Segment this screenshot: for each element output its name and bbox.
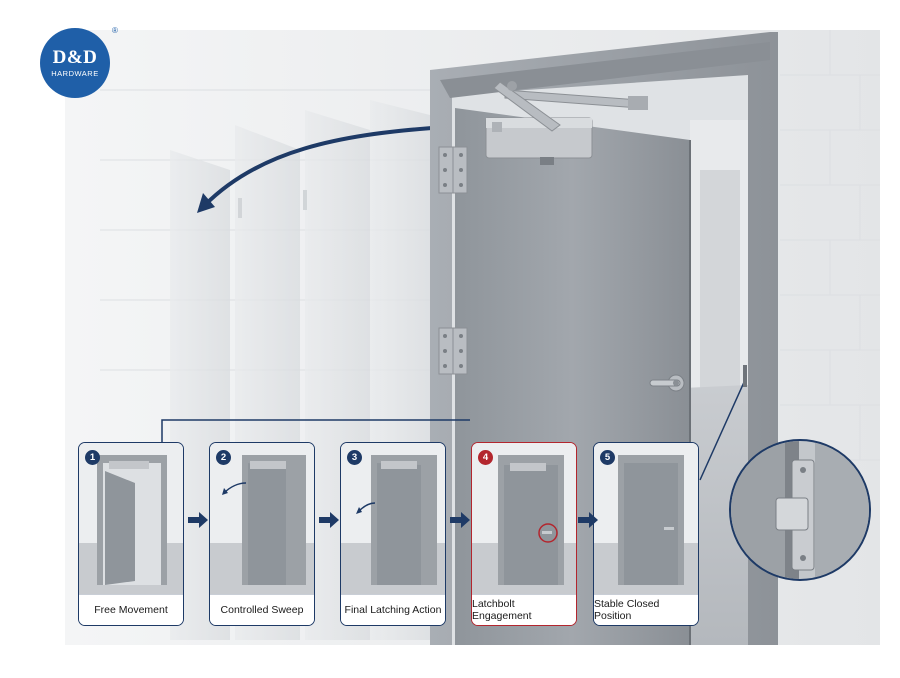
step-4-door-icon [472, 443, 576, 597]
brand-logo: D&D HARDWARE [40, 28, 110, 98]
step-3-label: Final Latching Action [341, 594, 445, 625]
brand-subtitle: HARDWARE [51, 69, 99, 78]
step-arrow-3 [450, 512, 470, 528]
step-card-3: 3 Final Latching Action [340, 442, 446, 626]
step-arrow-1 [188, 512, 208, 528]
step-arrow-2 [319, 512, 339, 528]
step-2-door-icon [210, 443, 314, 597]
step-card-5: 5 Stable Closed Position [593, 442, 699, 626]
sweep-arrow-head [197, 193, 215, 213]
step-card-4: 4 Latchbolt Engagement [471, 442, 577, 626]
step-3-badge: 3 [347, 450, 362, 465]
step-2-badge: 2 [216, 450, 231, 465]
step-arrow-4 [578, 512, 598, 528]
registered-mark: ® [112, 26, 118, 35]
step-1-door-icon [79, 443, 183, 597]
step-card-1: 1 Free Movement [78, 442, 184, 626]
connector-line [161, 419, 470, 442]
step-card-2: 2 Controlled Sweep [209, 442, 315, 626]
step-5-label: Stable Closed Position [594, 594, 698, 625]
step-5-badge: 5 [600, 450, 615, 465]
door-closer [485, 81, 648, 165]
sweep-arrow [203, 126, 433, 207]
step-5-door-icon [594, 443, 698, 597]
step-1-badge: 1 [85, 450, 100, 465]
step-2-label: Controlled Sweep [210, 594, 314, 625]
door-hinges [438, 146, 468, 375]
lever-handle [649, 374, 685, 392]
brand-name: D&D [52, 47, 98, 68]
step-3-door-icon [341, 443, 445, 597]
step-4-label: Latchbolt Engagement [472, 594, 576, 625]
step-4-badge: 4 [478, 450, 493, 465]
step-1-label: Free Movement [79, 594, 183, 625]
